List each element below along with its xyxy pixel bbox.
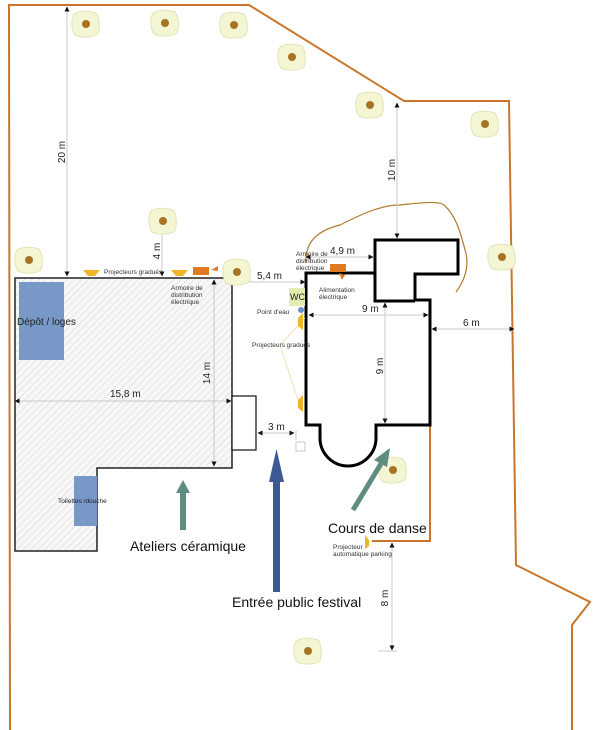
armoire-2-line2: distribution <box>296 258 328 265</box>
alimentation-line1: Alimentation <box>319 287 355 294</box>
tree-icon[interactable] <box>219 11 248 39</box>
armoire-2-line3: électrique <box>296 265 325 272</box>
point-eau-label: Point d'eau <box>257 309 290 316</box>
small-square <box>295 441 306 452</box>
electrical-connector-icon <box>211 266 218 271</box>
tree-icon[interactable] <box>293 637 322 665</box>
toilettes-label: Toilettes /douche <box>58 498 107 505</box>
projecteurs-side-label: Projecteurs gradués <box>252 342 311 349</box>
cours-danse-label: Cours de danse <box>328 520 427 536</box>
armoire-2-line1: Armoire de <box>296 251 328 258</box>
projecteurs-top-label: Projecteurs gradués <box>104 269 163 276</box>
dance-building <box>304 238 460 468</box>
arrow-danse-icon <box>350 448 390 512</box>
dance-building-inner <box>373 273 415 303</box>
dim-9m-v-label: 9 m <box>375 358 386 375</box>
dance-area-boundary <box>372 425 431 542</box>
water-point-icon <box>298 307 304 313</box>
arrow-entree-icon <box>269 449 284 592</box>
armoire-1-line1: Armoire de <box>171 285 203 292</box>
dim-15-8m-label: 15,8 m <box>110 389 141 400</box>
dim-10m-label: 10 m <box>387 159 398 181</box>
wc-room <box>289 288 305 306</box>
dim-3m-label: 3 m <box>268 422 285 433</box>
electrical-box-icon[interactable] <box>193 267 209 275</box>
tree-icon[interactable] <box>487 243 516 271</box>
depot-label: Dépôt / loges <box>17 317 76 328</box>
depot-room <box>19 282 64 360</box>
alimentation-line2: électrique <box>319 294 348 301</box>
tree-icon[interactable] <box>150 9 179 37</box>
projector-icon[interactable] <box>298 313 303 330</box>
arrow-ateliers-icon <box>176 480 190 530</box>
projector-icon[interactable] <box>83 270 100 276</box>
dim-6m-label: 6 m <box>463 318 480 329</box>
tree-icon[interactable] <box>355 91 384 119</box>
dim-4-9m-label: 4,9 m <box>330 246 355 257</box>
dim-9m-h-label: 9 m <box>362 304 379 315</box>
tree-icon[interactable] <box>71 10 100 38</box>
entree-label: Entrée public festival <box>232 594 361 610</box>
annex-box <box>231 395 257 451</box>
tree-icon[interactable] <box>470 110 499 138</box>
dim-4m-label: 4 m <box>152 243 163 260</box>
electrical-box-icon[interactable] <box>330 264 346 272</box>
projector-icon[interactable] <box>298 395 303 412</box>
projecteur-parking-line1: Projecteur <box>333 544 363 551</box>
armoire-1-line2: distribution <box>171 292 203 299</box>
dim-5-4m-label: 5,4 m <box>257 271 282 282</box>
projector-icon[interactable] <box>171 270 188 276</box>
dim-8m-label: 8 m <box>380 590 391 607</box>
ateliers-label: Ateliers céramique <box>130 538 246 554</box>
armoire-1-line3: électrique <box>171 299 200 306</box>
dim-14m-label: 14 m <box>202 362 213 384</box>
tree-icon[interactable] <box>14 246 43 274</box>
tree-icon[interactable] <box>148 207 177 235</box>
hedge-line <box>305 201 468 293</box>
property-boundary <box>7 4 592 730</box>
tree-icon[interactable] <box>222 258 251 286</box>
power-supply-icon <box>339 273 345 280</box>
projector-parking-icon[interactable] <box>365 535 369 549</box>
dim-20m-label: 20 m <box>57 141 68 163</box>
tree-icon[interactable] <box>277 43 306 71</box>
wc-label: WC <box>290 292 305 302</box>
projecteur-parking-line2: automatique parking <box>333 551 392 558</box>
toilettes-room <box>74 476 97 526</box>
